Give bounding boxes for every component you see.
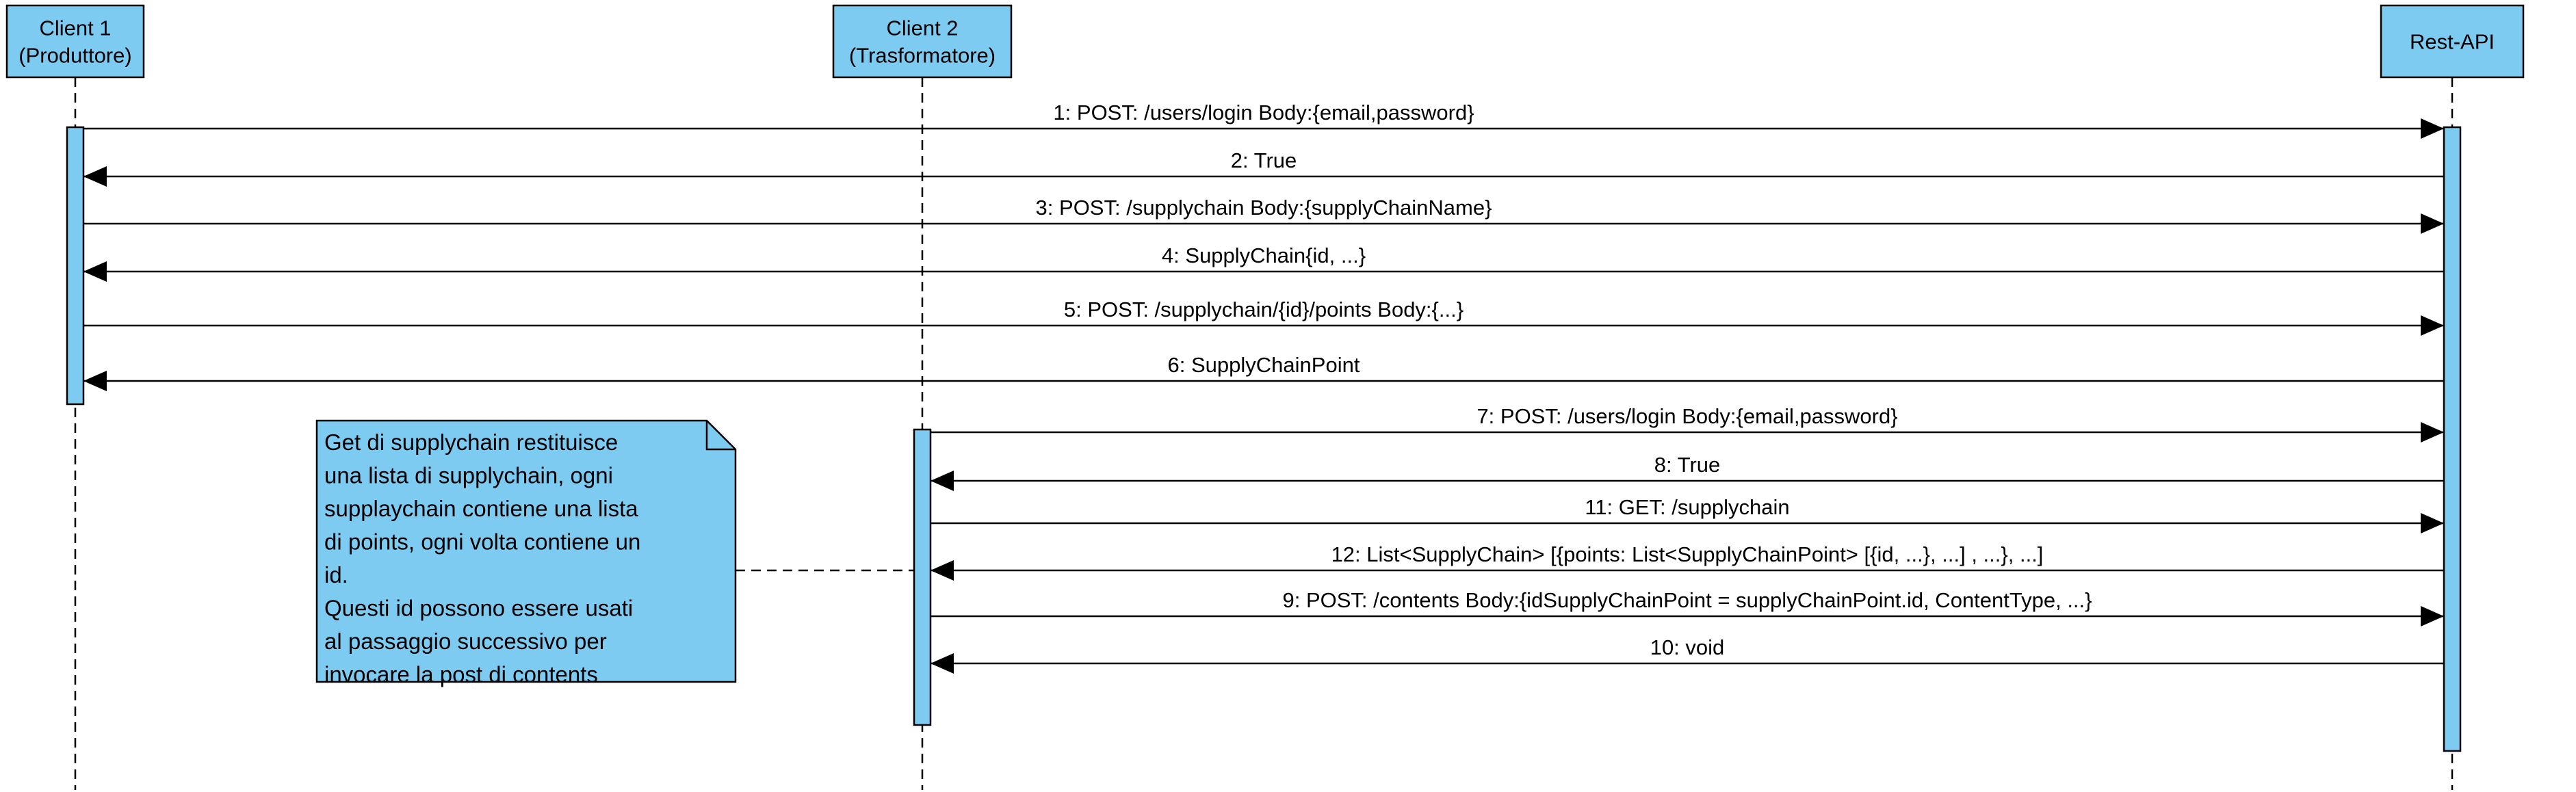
note-body <box>315 419 737 683</box>
note-text-line: al passaggio successivo per <box>324 629 607 654</box>
message-label: 12: List<SupplyChain> [{points: List<Sup… <box>1331 542 2044 566</box>
message-label: 4: SupplyChain{id, ...} <box>1162 243 1366 267</box>
message-1: 1: POST: /users/login Body:{email,passwo… <box>83 101 2444 139</box>
message-label: 6: SupplyChainPoint <box>1168 353 1360 377</box>
activation-bar-restapi <box>2443 126 2462 752</box>
message-label: 9: POST: /contents Body:{idSupplyChainPo… <box>1282 588 2092 612</box>
activation-bar-client1 <box>66 126 85 406</box>
note: Get di supplychain restituisce una lista … <box>315 419 914 687</box>
message-label: 8: True <box>1654 453 1721 477</box>
message-2: 2: True <box>83 148 2444 187</box>
participant-restapi: Rest-API <box>2380 4 2525 79</box>
note-text-line: invocare la post di contents <box>324 662 598 687</box>
note-text-line: una lista di supplychain, ogni <box>324 463 613 488</box>
message-3: 3: POST: /supplychain Body:{supplyChainN… <box>83 196 2444 234</box>
note-group: Get di supplychain restituisce una lista … <box>315 419 914 687</box>
message-8: 8: True <box>931 453 2444 491</box>
arrowhead-icon <box>2421 118 2444 139</box>
note-text-line: di points, ogni volta contiene un <box>324 529 640 555</box>
arrowhead-icon <box>2421 422 2444 443</box>
messages: 1: POST: /users/login Body:{email,passwo… <box>83 101 2444 674</box>
participants: Client 1 (Produttore) Client 2 (Trasformato… <box>5 4 2525 79</box>
participant-box <box>2380 4 2525 79</box>
note-text-line: id. <box>324 562 348 588</box>
message-label: 11: GET: /supplychain <box>1585 495 1789 519</box>
arrowhead-icon <box>83 166 107 187</box>
participant-label: (Produttore) <box>18 44 131 68</box>
message-label: 3: POST: /supplychain Body:{supplyChainN… <box>1036 196 1492 220</box>
message-label: 1: POST: /users/login Body:{email,passwo… <box>1053 101 1474 124</box>
participant-label: (Trasformatore) <box>849 44 996 68</box>
participant-label: Rest-API <box>2410 30 2495 54</box>
message-label: 2: True <box>1231 148 1297 172</box>
message-12: 10: void <box>931 635 2444 674</box>
note-text-line: Questi id possono essere usati <box>324 596 633 621</box>
activation-bars <box>66 126 2462 752</box>
arrowhead-icon <box>83 261 107 282</box>
message-4: 4: SupplyChain{id, ...} <box>83 243 2444 282</box>
activation-bar-client2 <box>913 428 932 726</box>
message-label: 5: POST: /supplychain/{id}/points Body:{… <box>1064 298 1463 321</box>
participant-label: Client 2 <box>886 16 958 40</box>
note-text-line: supplaychain contiene una lista <box>324 496 638 521</box>
arrowhead-icon <box>931 653 954 674</box>
participant-client2: Client 2 (Trasformatore) <box>832 4 1013 79</box>
message-label: 7: POST: /users/login Body:{email,passwo… <box>1476 404 1897 428</box>
arrowhead-icon <box>2421 315 2444 336</box>
participant-box <box>832 4 1013 79</box>
message-11: 9: POST: /contents Body:{idSupplyChainPo… <box>931 588 2444 626</box>
participant-label: Client 1 <box>39 16 111 40</box>
arrowhead-icon <box>2421 606 2444 626</box>
arrowhead-icon <box>83 371 107 391</box>
note-text-line: Get di supplychain restituisce <box>324 430 618 455</box>
message-6: 6: SupplyChainPoint <box>83 353 2444 391</box>
participant-box <box>5 4 145 79</box>
message-5: 5: POST: /supplychain/{id}/points Body:{… <box>83 298 2444 336</box>
message-9: 11: GET: /supplychain <box>931 495 2444 533</box>
arrowhead-icon <box>2421 213 2444 234</box>
message-7: 7: POST: /users/login Body:{email,passwo… <box>931 404 2444 443</box>
arrowhead-icon <box>931 560 954 581</box>
arrowhead-icon <box>2421 513 2444 533</box>
arrowhead-icon <box>931 471 954 491</box>
message-10: 12: List<SupplyChain> [{points: List<Sup… <box>931 542 2444 581</box>
participant-client1: Client 1 (Produttore) <box>5 4 145 79</box>
message-label: 10: void <box>1650 635 1725 659</box>
note-fold-icon <box>705 421 736 451</box>
